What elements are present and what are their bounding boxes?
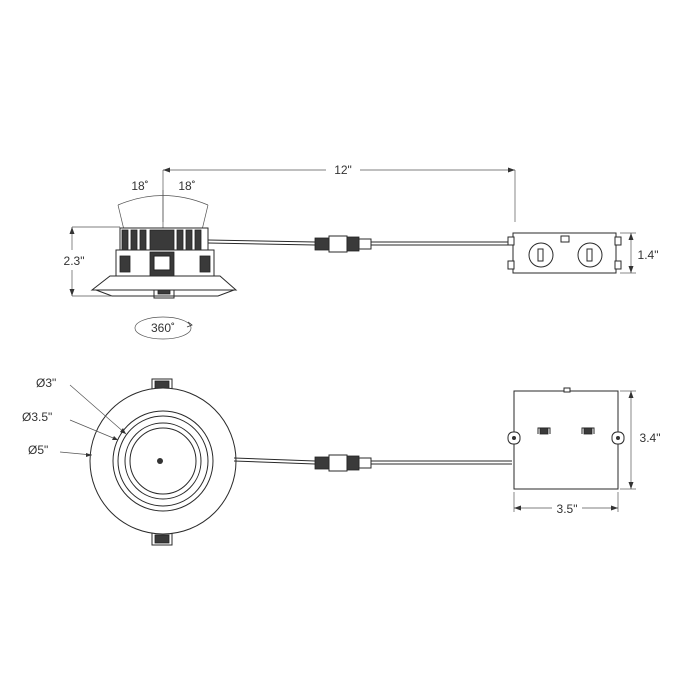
tilt-right-label: 18˚	[178, 179, 195, 193]
fixture-top-body	[89, 387, 237, 535]
fixture-side-body	[90, 227, 238, 299]
diameter-inner-label: Ø3"	[36, 376, 56, 390]
junction-box-top	[507, 387, 625, 490]
fixture-height-dimension: 2.3"	[64, 226, 120, 297]
tilt-left-label: 18˚	[131, 179, 148, 193]
box-width-dimension: 3.5"	[513, 492, 619, 516]
box-depth-label: 3.4"	[640, 431, 661, 445]
rotation-label: 360˚	[151, 321, 175, 335]
overall-length-dimension: 12"	[162, 158, 516, 222]
side-view: 12" 18˚ 18˚	[64, 158, 659, 340]
side-cable	[207, 235, 512, 253]
junction-box-side	[507, 232, 622, 274]
diameter-middle-label: Ø3.5"	[22, 410, 52, 424]
box-width-label: 3.5"	[557, 502, 578, 516]
fixture-height-label: 2.3"	[64, 254, 85, 268]
top-cable	[233, 454, 512, 472]
rotation-indicator: 360˚	[134, 316, 193, 340]
tilt-angle-dimension: 18˚ 18˚	[117, 179, 209, 231]
box-depth-dimension: 3.4"	[620, 390, 661, 490]
box-height-dimension: 1.4"	[620, 232, 659, 274]
box-height-label: 1.4"	[638, 248, 659, 262]
diameter-outer-label: Ø5"	[28, 443, 48, 457]
diameter-callouts: Ø3" Ø3.5" Ø5"	[22, 376, 127, 457]
top-view: Ø3" Ø3.5" Ø5"	[22, 376, 661, 546]
overall-length-label: 12"	[334, 163, 352, 177]
